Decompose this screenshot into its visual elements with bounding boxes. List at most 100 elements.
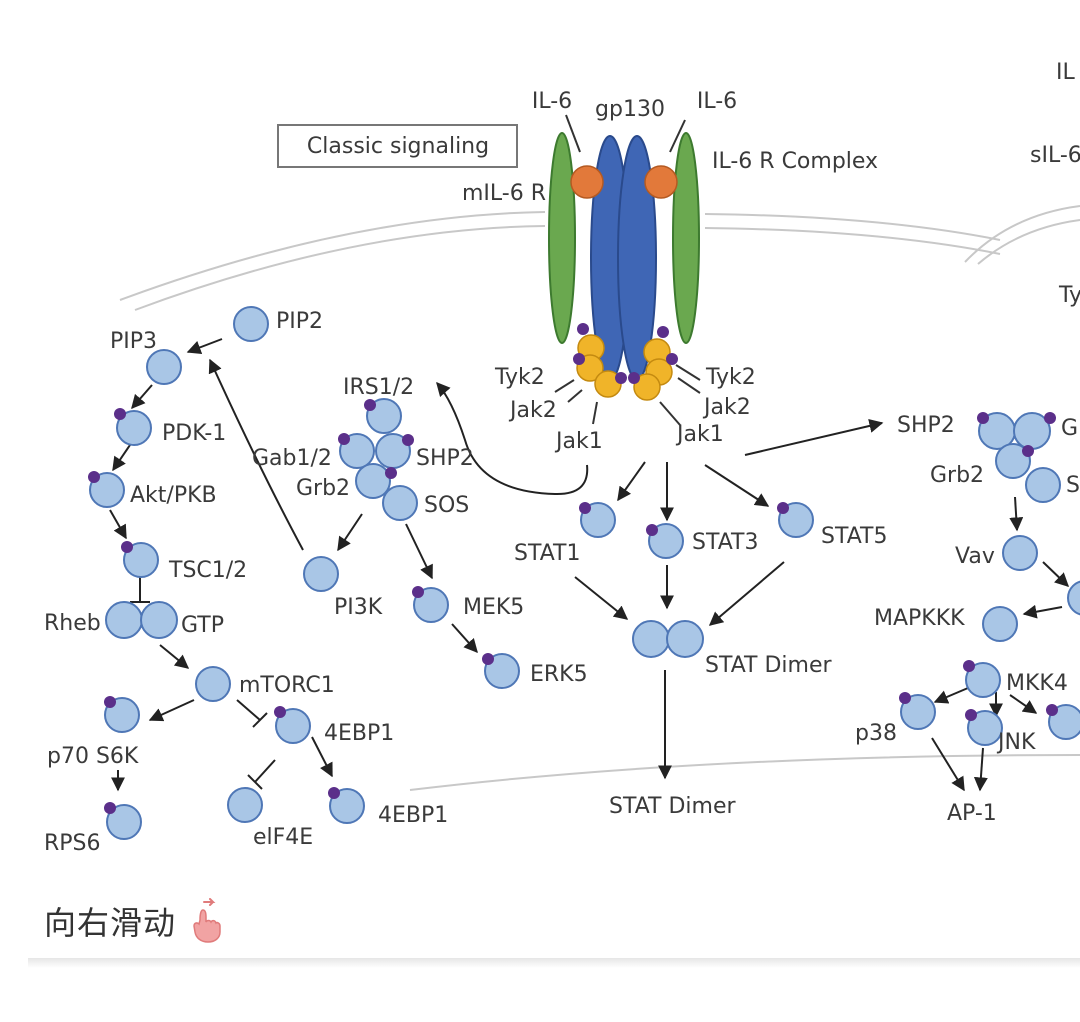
label-tyk2-left: Tyk2 — [494, 365, 545, 390]
label-stat3: STAT3 — [692, 530, 758, 555]
label-stat1: STAT1 — [514, 541, 580, 566]
caption: Classic signaling — [307, 134, 489, 159]
mil6r-right — [672, 132, 700, 344]
akt-node — [89, 472, 125, 508]
label-ap1: AP-1 — [947, 801, 997, 826]
label-cut-s: S — [1066, 473, 1080, 498]
jak-phosphates — [573, 323, 678, 384]
label-il6-left: IL-6 — [532, 89, 572, 114]
label-pointers — [554, 114, 701, 426]
cell-membrane — [119, 205, 1080, 791]
label-pip2: PIP2 — [276, 309, 323, 334]
label-p70s6k: p70 S6K — [47, 744, 139, 769]
4ebp1-a-node — [275, 708, 311, 744]
label-pdk1: PDK-1 — [162, 421, 226, 446]
4ebp1-b-node — [329, 788, 365, 824]
receptor-complex — [548, 132, 700, 401]
swipe-hint[interactable]: 向右滑动 — [44, 896, 226, 946]
swipe-text: 向右滑动 — [44, 904, 177, 942]
label-stat-dimer-2: STAT Dimer — [609, 794, 736, 819]
grb2-left-node — [355, 463, 391, 499]
mek5-node — [413, 587, 449, 623]
rps6-node — [106, 804, 142, 840]
label-cut-il: IL — [1056, 60, 1075, 85]
pathway-arrows — [109, 338, 1070, 792]
il6-signaling-diagram: Classic signaling — [44, 60, 1080, 856]
grb2-right-node — [995, 443, 1031, 479]
label-jak1-right: Jak1 — [675, 422, 724, 447]
label-akt: Akt/PKB — [130, 483, 217, 508]
pip3-node — [146, 349, 182, 385]
label-rps6: RPS6 — [44, 831, 101, 856]
labels: IL-6 gp130 IL-6 IL-6 R Complex mIL-6 R P… — [44, 60, 1080, 856]
label-il6-right: IL-6 — [697, 89, 737, 114]
label-gab: Gab1/2 — [252, 446, 332, 471]
pointing-hand-icon — [193, 898, 221, 943]
p38-node — [900, 694, 936, 730]
phosphate-groups — [88, 399, 1058, 814]
label-mtorc1: mTORC1 — [239, 673, 335, 698]
stat-dimer-a-node — [632, 620, 670, 658]
label-mil6r: mIL-6 R — [462, 181, 546, 206]
sos-left-node — [382, 485, 418, 521]
label-pi3k: PI3K — [334, 595, 383, 620]
label-p38: p38 — [855, 721, 897, 746]
label-irs: IRS1/2 — [343, 375, 414, 400]
label-stat-dimer-1: STAT Dimer — [705, 653, 832, 678]
label-shp2-right: SHP2 — [897, 413, 955, 438]
rheb-node — [105, 601, 143, 639]
tsc-node — [123, 542, 159, 578]
label-jnk: JNK — [996, 730, 1036, 755]
stat-dimer-b-node — [666, 620, 704, 658]
label-4ebp1-b: 4EBP1 — [378, 803, 448, 828]
pi3k-node — [303, 556, 339, 592]
sos-right-node — [1025, 467, 1061, 503]
label-shp2-left: SHP2 — [416, 446, 474, 471]
label-cut-g: G — [1061, 416, 1078, 441]
label-rheb: Rheb — [44, 611, 101, 636]
mtorc1-node — [195, 666, 231, 702]
jak-kinases — [576, 334, 673, 401]
erk5-node — [484, 653, 520, 689]
inhibition-lines — [130, 577, 276, 790]
label-sos-left: SOS — [424, 493, 469, 518]
label-il6r-complex: IL-6 R Complex — [712, 149, 878, 174]
stat3-node — [648, 523, 684, 559]
label-mapkkk: MAPKKK — [874, 606, 965, 631]
label-mek5: MEK5 — [463, 595, 524, 620]
label-erk5: ERK5 — [530, 662, 588, 687]
label-cut-sil: sIL-6 — [1030, 143, 1080, 168]
mapkkk-node — [982, 606, 1018, 642]
label-tyk2-right: Tyk2 — [705, 365, 756, 390]
label-vav: Vav — [955, 544, 995, 569]
label-4ebp1-a: 4EBP1 — [324, 721, 394, 746]
classic-signaling-box: Classic signaling — [277, 124, 518, 168]
label-eif4e: elF4E — [253, 825, 313, 850]
vav-node — [1002, 535, 1038, 571]
cut-node — [1067, 580, 1080, 616]
label-gtp: GTP — [181, 613, 224, 638]
label-grb2-left: Grb2 — [296, 476, 350, 501]
label-cut-ty: Ty — [1058, 283, 1080, 308]
jnk-node — [967, 710, 1003, 746]
mkk4-node — [965, 662, 1001, 698]
label-jak1-left: Jak1 — [554, 429, 603, 454]
pdk1-node — [116, 410, 152, 446]
il6-left-ligand — [570, 165, 604, 199]
label-pip3: PIP3 — [110, 329, 157, 354]
irs-node — [366, 398, 402, 434]
mil6r-left — [548, 132, 576, 344]
proteins — [89, 306, 1080, 840]
label-grb2-right: Grb2 — [930, 463, 984, 488]
card-shadow — [28, 958, 1080, 968]
label-mkk4: MKK4 — [1006, 671, 1068, 696]
label-tsc: TSC1/2 — [168, 558, 247, 583]
label-jak2-right: Jak2 — [702, 395, 751, 420]
label-jak2-left: Jak2 — [508, 398, 557, 423]
pip2-node — [233, 306, 269, 342]
eif4e-node — [227, 787, 263, 823]
label-stat5: STAT5 — [821, 524, 887, 549]
gtp-node — [140, 601, 178, 639]
il6-right-ligand — [644, 165, 678, 199]
